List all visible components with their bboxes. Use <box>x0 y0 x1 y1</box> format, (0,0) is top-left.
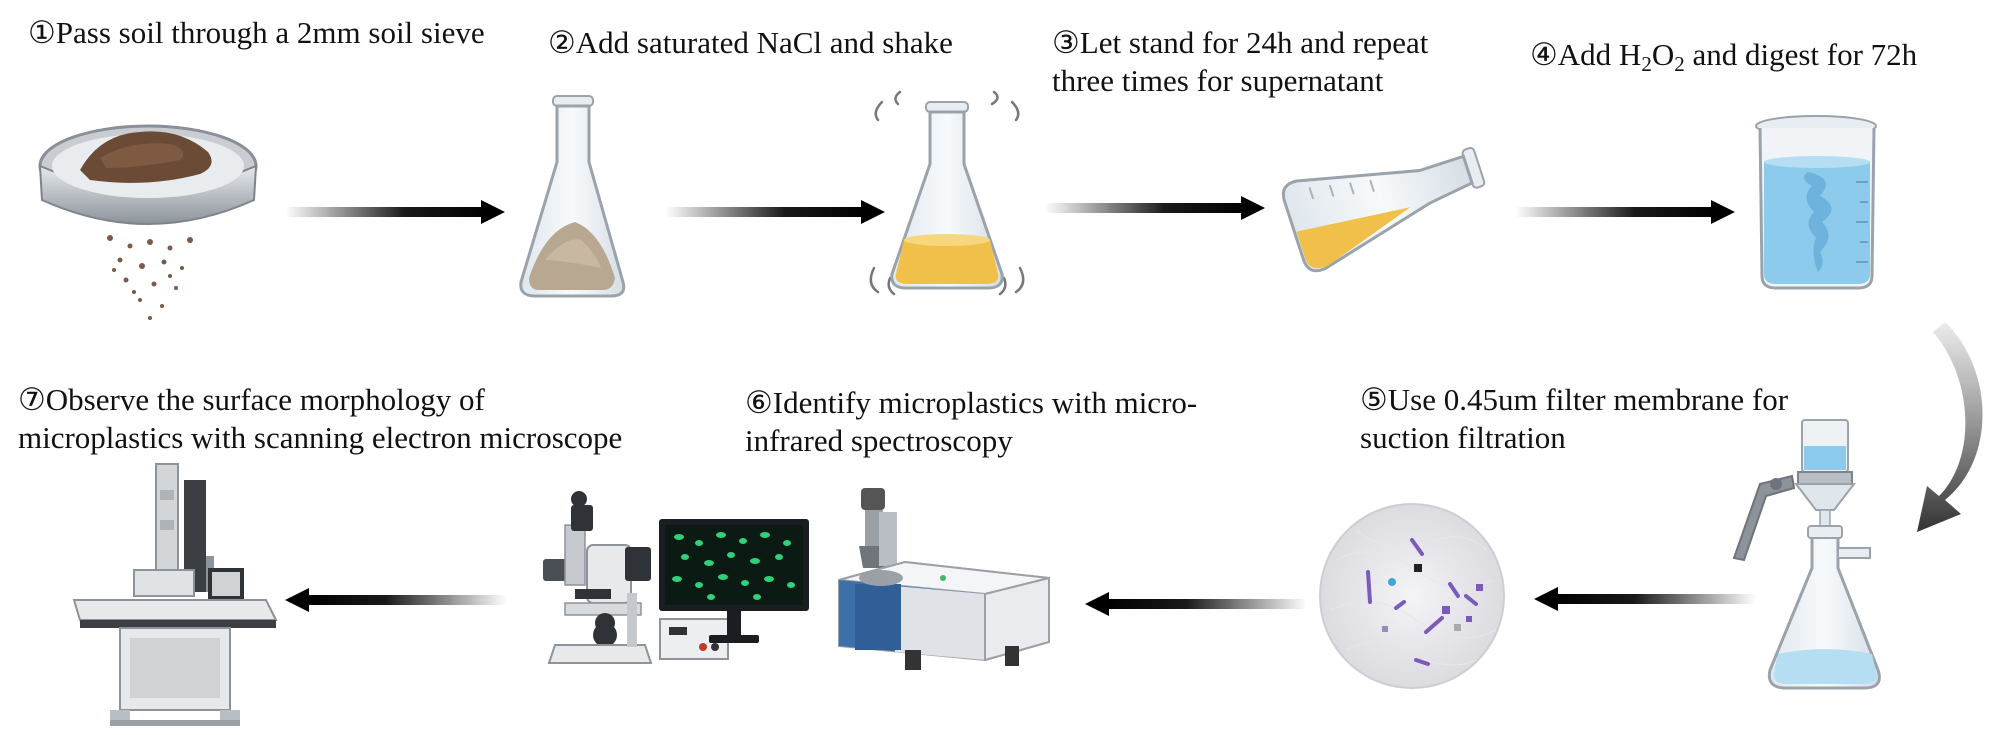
step5-line2: suction filtration <box>1360 420 1566 455</box>
step3-line2: three times for supernatant <box>1052 63 1384 98</box>
flask-with-soil-icon <box>519 95 626 298</box>
shaking-flask-icon <box>869 90 1025 296</box>
step4-number: ④ <box>1530 37 1558 72</box>
arrow-4-to-5 <box>1515 200 1735 224</box>
arrow-3-to-4 <box>1045 196 1265 220</box>
step6-label: ⑥Identify microplastics with micro- infr… <box>745 384 1197 460</box>
step5-line1: ⑤Use 0.45um filter membrane for <box>1360 382 1789 417</box>
beaker-digestion-icon <box>1755 115 1877 290</box>
step1-text: Pass soil through a 2mm soil sieve <box>55 15 485 50</box>
step5-label: ⑤Use 0.45um filter membrane for suction … <box>1360 381 1788 457</box>
step2-number: ② <box>548 25 576 60</box>
arrow-6-to-7 <box>285 588 507 612</box>
arrow-5-to-6 <box>1085 592 1307 616</box>
arrow-5-to-membrane <box>1534 587 1756 611</box>
step4-label: ④Add H2O2 and digest for 72h <box>1530 37 1918 76</box>
step2-label: ②Add saturated NaCl and shake <box>548 24 953 62</box>
ftir-spectrometer-icon <box>838 488 1050 670</box>
step6-line2: infrared spectroscopy <box>745 423 1013 458</box>
arrow-1-to-2 <box>285 200 505 224</box>
step7-number: ⑦ <box>18 382 46 417</box>
suction-filtration-icon <box>1732 419 1881 690</box>
tilted-flask-icon <box>1281 146 1486 273</box>
arrow-curve-down <box>1917 322 1983 532</box>
step6-number: ⑥ <box>745 385 773 420</box>
step2-text: Add saturated NaCl and shake <box>575 25 953 60</box>
scanning-electron-microscope-icon <box>72 463 278 726</box>
step5-number: ⑤ <box>1360 382 1388 417</box>
micro-infrared-microscope-icon <box>543 491 809 664</box>
step3-label: ③Let stand for 24h and repeat three time… <box>1052 24 1428 100</box>
step6-line1: ⑥Identify microplastics with micro- <box>745 385 1198 420</box>
soil-sieve-icon <box>38 124 258 320</box>
filter-membrane-icon <box>1319 503 1505 689</box>
step3-number: ③ <box>1052 25 1080 60</box>
step7-line1: ⑦Observe the surface morphology of <box>18 382 485 417</box>
step7-line2: microplastics with scanning electron mic… <box>18 420 623 455</box>
step3-line1: ③Let stand for 24h and repeat <box>1052 25 1429 60</box>
arrow-2-to-3 <box>665 200 885 224</box>
step1-number: ① <box>28 15 56 50</box>
step7-label: ⑦Observe the surface morphology of micro… <box>18 381 622 457</box>
step1-label: ①Pass soil through a 2mm soil sieve <box>28 14 485 52</box>
